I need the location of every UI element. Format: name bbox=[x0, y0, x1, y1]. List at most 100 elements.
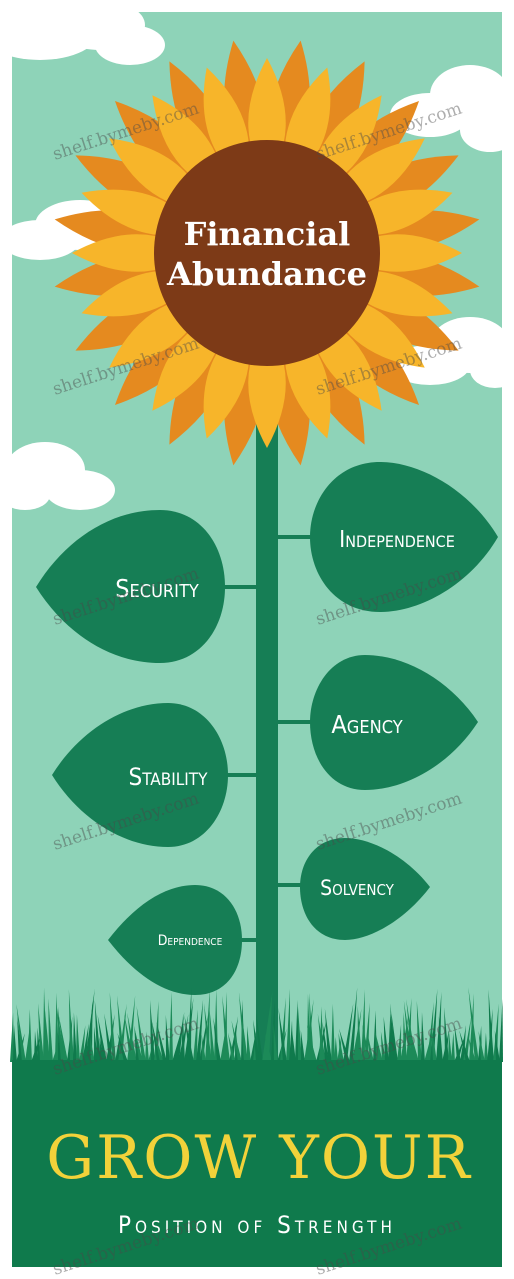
grass-blade bbox=[438, 1016, 443, 1062]
grass-blade bbox=[484, 1032, 488, 1062]
grass-blade bbox=[383, 1016, 389, 1062]
grass-blade bbox=[82, 1023, 89, 1062]
sunflower-petal bbox=[353, 189, 453, 236]
cloud-lower-left bbox=[0, 442, 115, 510]
grass-blade bbox=[238, 991, 248, 1062]
leaf-independence: Independence bbox=[310, 462, 498, 612]
leaf-label-dependence: Dependence bbox=[158, 933, 223, 949]
sunflower-petal bbox=[81, 189, 181, 236]
sunflower-petal bbox=[203, 67, 250, 167]
grass-blade bbox=[68, 989, 74, 1062]
grass-blade bbox=[184, 1014, 194, 1062]
grass-blade bbox=[454, 1036, 465, 1062]
sunflower-petal bbox=[81, 270, 181, 317]
grass-blade bbox=[16, 1004, 26, 1062]
sunflower-petal bbox=[362, 234, 462, 272]
grass-blade bbox=[227, 1032, 236, 1062]
grass-blade bbox=[468, 987, 479, 1062]
grass-blade bbox=[478, 1031, 485, 1062]
grass-blade bbox=[403, 1000, 413, 1062]
grass-blade bbox=[289, 1020, 293, 1062]
grass-blade bbox=[79, 1025, 86, 1062]
grass-blade bbox=[38, 1003, 44, 1062]
grass-blade bbox=[403, 1012, 407, 1062]
grass-blade bbox=[169, 991, 173, 1062]
grass-blade bbox=[165, 1015, 170, 1062]
flower-title-line1: Financial bbox=[184, 215, 351, 253]
grass-blade bbox=[247, 1025, 251, 1062]
grass-blade bbox=[352, 1008, 362, 1062]
sunflower-petal bbox=[353, 270, 453, 317]
leaf-solvency: Solvency bbox=[300, 838, 430, 940]
grass-blade bbox=[264, 1032, 272, 1062]
grass-blade bbox=[201, 1034, 206, 1062]
grass-blade bbox=[349, 987, 358, 1062]
grass-blade bbox=[231, 1020, 242, 1062]
grass-blade bbox=[109, 992, 116, 1062]
grass-blade bbox=[367, 1034, 374, 1062]
leaf-dependence: Dependence bbox=[108, 885, 242, 995]
sunflower-petal bbox=[114, 311, 209, 406]
grass-blade bbox=[273, 1023, 278, 1062]
grass-blade bbox=[454, 1024, 461, 1062]
grass-blade bbox=[172, 1030, 182, 1062]
grass-blade bbox=[278, 1007, 287, 1062]
grass-blade bbox=[123, 1012, 134, 1062]
grass-blade bbox=[127, 1012, 137, 1062]
ground-footer bbox=[12, 1060, 502, 1267]
leaf-security: Security bbox=[36, 510, 225, 663]
leaf-label-security: Security bbox=[115, 574, 199, 603]
grass-blade bbox=[459, 1030, 470, 1062]
grass-blade bbox=[73, 1012, 77, 1062]
grass-blade bbox=[331, 1003, 335, 1062]
sunflower-petal bbox=[114, 100, 209, 195]
grass-blade bbox=[156, 1021, 167, 1062]
grass-blade bbox=[444, 1007, 449, 1062]
grass-blade bbox=[181, 1016, 185, 1062]
grass-blade bbox=[463, 1017, 472, 1062]
grass-blade bbox=[187, 987, 192, 1062]
grass-blade bbox=[145, 1031, 149, 1062]
grass-blade bbox=[339, 1028, 350, 1062]
grass-blade bbox=[431, 1025, 437, 1062]
grass-blade bbox=[94, 1000, 101, 1062]
grass-blade bbox=[117, 1032, 128, 1062]
sunflower-petal bbox=[325, 100, 420, 195]
grass-blade bbox=[357, 1005, 362, 1062]
grass-blade bbox=[499, 999, 503, 1062]
grass-blade bbox=[343, 1003, 354, 1062]
sunflower-petal bbox=[284, 339, 331, 439]
grass-blade bbox=[253, 1019, 260, 1062]
grass-blade bbox=[28, 1008, 32, 1062]
grass-blade bbox=[397, 1024, 402, 1062]
grass-blade bbox=[213, 1017, 221, 1062]
grass-blade bbox=[361, 989, 365, 1062]
leaf-agency: Agency bbox=[310, 655, 478, 790]
leaf-label-agency: Agency bbox=[331, 710, 402, 739]
cloud-top-left bbox=[0, 0, 165, 65]
leaf-label-independence: Independence bbox=[339, 527, 455, 553]
grass-blade bbox=[193, 1009, 198, 1062]
grass-blade bbox=[209, 1010, 215, 1062]
grass-blade bbox=[150, 1000, 155, 1062]
grass-blade bbox=[222, 995, 230, 1062]
sunflower-head: Financial Abundance bbox=[54, 40, 480, 466]
grass-blade bbox=[55, 992, 59, 1062]
sunflower-center bbox=[154, 140, 380, 366]
grass-blade bbox=[13, 1024, 17, 1062]
cloud-top-right bbox=[390, 65, 514, 152]
grass-blade bbox=[416, 1000, 422, 1062]
grass-blade bbox=[430, 988, 438, 1062]
grass-blade bbox=[10, 1012, 14, 1062]
grass-blade bbox=[460, 1024, 467, 1062]
sunflower-petal bbox=[284, 67, 331, 167]
grass-blade bbox=[286, 988, 290, 1062]
grass-blade bbox=[324, 1008, 332, 1062]
grass-blade bbox=[134, 1030, 143, 1062]
grass-blade bbox=[317, 1013, 326, 1062]
grass-blade bbox=[338, 1032, 344, 1062]
grass-blade bbox=[468, 1036, 476, 1062]
grass-blade bbox=[76, 1014, 80, 1062]
footer-headline: GROW YOUR bbox=[46, 1123, 472, 1193]
